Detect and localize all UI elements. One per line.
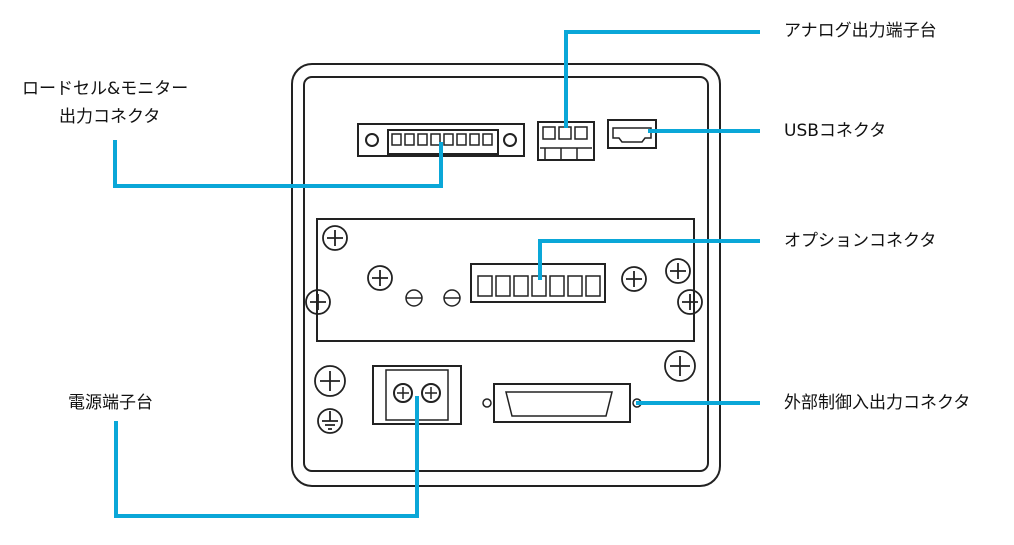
label-loadcell-line1: ロードセル&モニター: [22, 79, 189, 99]
ground-icon: [317, 408, 343, 434]
slotted-screws: [405, 289, 461, 307]
label-external: 外部制御入出力コネクタ: [784, 393, 971, 413]
label-analog: アナログ出力端子台: [784, 21, 937, 41]
leader-power: [114, 396, 419, 518]
label-power: 電源端子台: [68, 393, 153, 413]
label-option: オプションコネクタ: [784, 231, 937, 251]
phillips-screws: [305, 225, 703, 397]
housing-outer: [291, 63, 721, 487]
label-usb: USBコネクタ: [784, 121, 887, 141]
leader-option: [538, 239, 760, 280]
leader-lines: [113, 30, 760, 518]
leader-loadcell: [113, 140, 443, 188]
option-board: [316, 218, 695, 342]
label-loadcell-line2: 出力コネクタ: [59, 107, 161, 127]
leader-analog: [564, 30, 760, 128]
housing-inner: [303, 76, 709, 472]
usb-connector: [607, 119, 657, 149]
dsub-connector: [482, 383, 642, 423]
